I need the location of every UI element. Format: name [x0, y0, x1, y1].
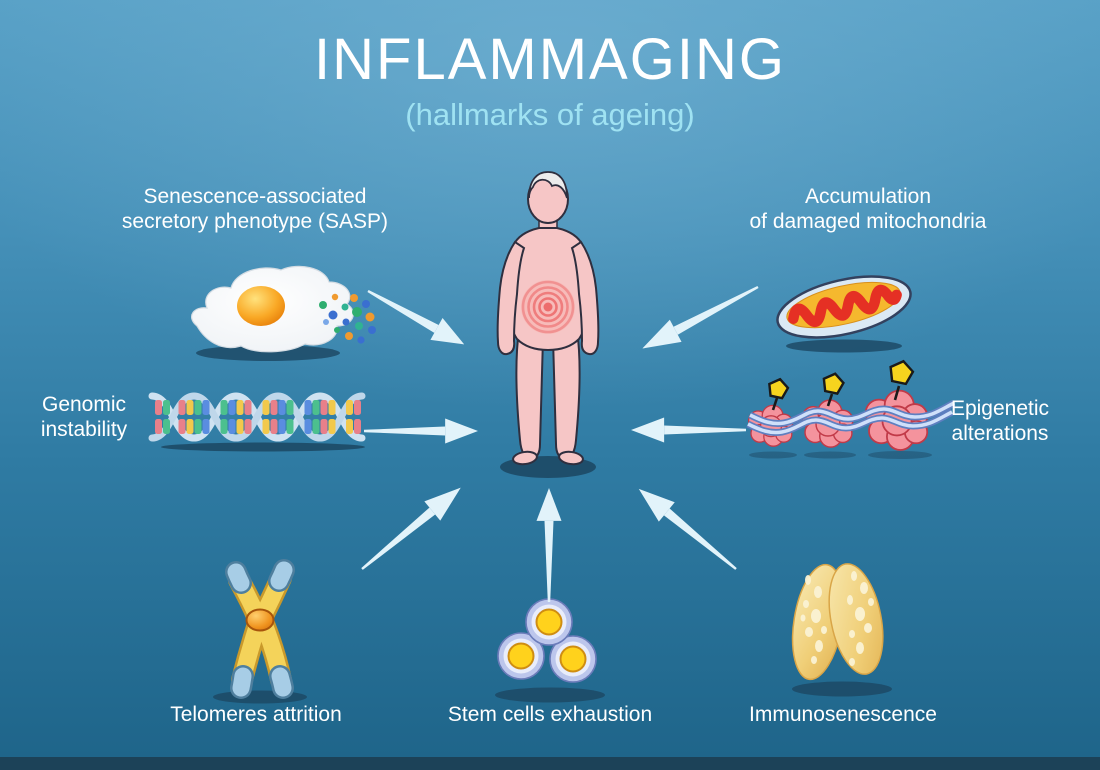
- stem-cell: [525, 598, 573, 646]
- nucleosomes-methyl-flags-icon: [746, 359, 956, 459]
- stem-cells-label: Stem cells exhaustion: [447, 703, 653, 726]
- dna-double-helix-icon: [148, 392, 366, 452]
- arrow-stem-cells-to-body: [536, 488, 562, 602]
- page-title: INFLAMMAGING: [314, 27, 786, 92]
- genomic-label: Genomic instability: [40, 393, 128, 441]
- sasp-label: Senescence-associated secretory phenotyp…: [121, 185, 389, 233]
- stem-cells-icon: [495, 598, 605, 703]
- bottom-border: [0, 757, 1100, 770]
- dna-ribbon: [746, 399, 956, 436]
- page-subtitle: (hallmarks of ageing): [405, 97, 695, 132]
- stem-cell: [497, 632, 545, 680]
- arrow-mitochondria-to-body: [642, 285, 759, 349]
- arrow-epigenetic-to-body: [631, 417, 746, 443]
- methyl-flag-icons: [768, 359, 915, 411]
- mitochondria-label: Accumulation of damaged mitochondria: [749, 185, 987, 233]
- immunosenescence-label: Immunosenescence: [749, 703, 937, 726]
- telomeres-label: Telomeres attrition: [170, 703, 342, 726]
- thymus-spots: [800, 571, 874, 666]
- secreted-factors-dots: [319, 293, 376, 344]
- chromosome-telomeres-icon: [213, 559, 307, 704]
- grey-hair: [528, 171, 568, 199]
- arrow-sasp-to-body: [367, 289, 465, 345]
- centromere: [245, 608, 275, 632]
- arrow-genomic-to-body: [364, 418, 478, 444]
- human-silhouette-icon: [496, 171, 600, 478]
- dna-base-pairs: [155, 400, 361, 434]
- stem-cell: [549, 635, 597, 683]
- damaged-mitochondrion-icon: [776, 275, 912, 353]
- arrow-immunosenescence-to-body: [638, 488, 737, 570]
- arrow-telomeres-to-body: [361, 487, 461, 570]
- thymus-icon: [791, 563, 892, 697]
- senescent-cell-fried-egg-icon: [191, 265, 376, 361]
- epigenetic-label: Epigenetic alterations: [950, 397, 1050, 445]
- inflammation-target-icon: [521, 280, 575, 334]
